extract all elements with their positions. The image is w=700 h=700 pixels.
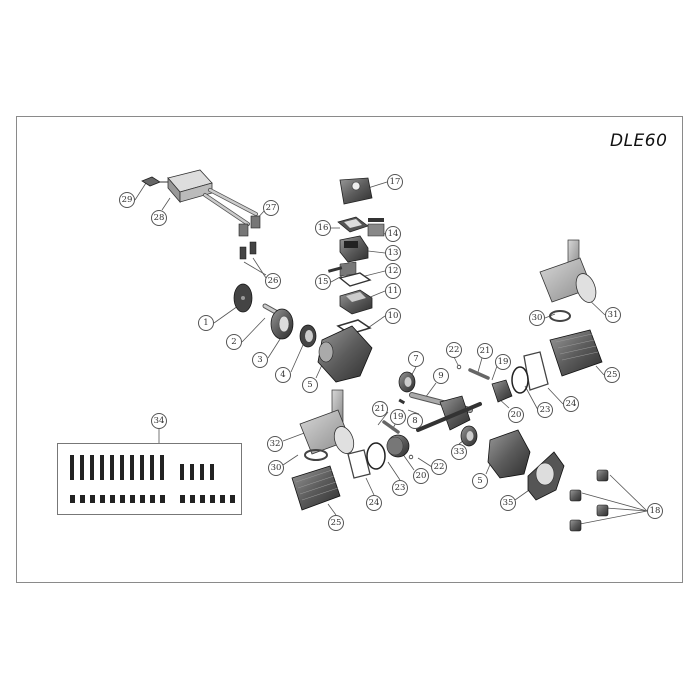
part-callout: 26 — [265, 273, 281, 289]
part-callout: 18 — [647, 503, 663, 519]
part-callout: 25 — [328, 515, 344, 531]
crankshaft-group — [382, 364, 513, 460]
part-callout: 23 — [392, 480, 408, 496]
part-callout: 10 — [385, 308, 401, 324]
left-cylinder-group — [291, 389, 386, 511]
part-callout: 25 — [604, 367, 620, 383]
drawing-frame — [16, 116, 683, 583]
hardware-kit-box — [57, 443, 242, 515]
part-callout: 21 — [477, 343, 493, 359]
part-callout: 1 — [198, 315, 214, 331]
part-callout: 22 — [431, 459, 447, 475]
part-callout: 27 — [263, 200, 279, 216]
part-callout: 9 — [433, 368, 449, 384]
hardware-kit — [70, 455, 235, 503]
part-callout: 28 — [151, 210, 167, 226]
part-callout: 22 — [446, 342, 462, 358]
part-callout: 30 — [529, 310, 545, 326]
part-callout: 30 — [268, 460, 284, 476]
ignition-module-group — [141, 169, 261, 260]
part-callout: 21 — [372, 401, 388, 417]
part-callout: 29 — [119, 192, 135, 208]
part-callout: 19 — [495, 354, 511, 370]
part-callout: 32 — [267, 436, 283, 452]
part-callout: 11 — [385, 283, 401, 299]
part-callout: 34 — [151, 413, 167, 429]
part-callout: 17 — [387, 174, 403, 190]
part-callout: 7 — [408, 351, 424, 367]
model-title: DLE60 — [610, 131, 668, 151]
part-callout: 35 — [500, 495, 516, 511]
part-callout: 14 — [385, 226, 401, 242]
part-callout: 20 — [413, 468, 429, 484]
part-callout: 5 — [472, 473, 488, 489]
part-callout: 13 — [385, 245, 401, 261]
part-callout: 24 — [366, 495, 382, 511]
part-callout: 19 — [390, 409, 406, 425]
part-callout: 16 — [315, 220, 331, 236]
rear-crankcase-group — [487, 429, 609, 532]
part-callout: 33 — [451, 444, 467, 460]
part-callout: 5 — [302, 377, 318, 393]
part-callout: 2 — [226, 334, 242, 350]
carburetor-stack — [327, 177, 385, 335]
part-callout: 31 — [605, 307, 621, 323]
part-callout: 12 — [385, 263, 401, 279]
front-drive-group — [233, 283, 373, 383]
part-callout: 23 — [537, 402, 553, 418]
part-callout: 15 — [315, 274, 331, 290]
part-callout: 8 — [407, 413, 423, 429]
part-callout: 4 — [275, 367, 291, 383]
part-callout: 20 — [508, 407, 524, 423]
part-callout: 24 — [563, 396, 579, 412]
right-cylinder-group — [511, 239, 603, 394]
part-callout: 3 — [252, 352, 268, 368]
